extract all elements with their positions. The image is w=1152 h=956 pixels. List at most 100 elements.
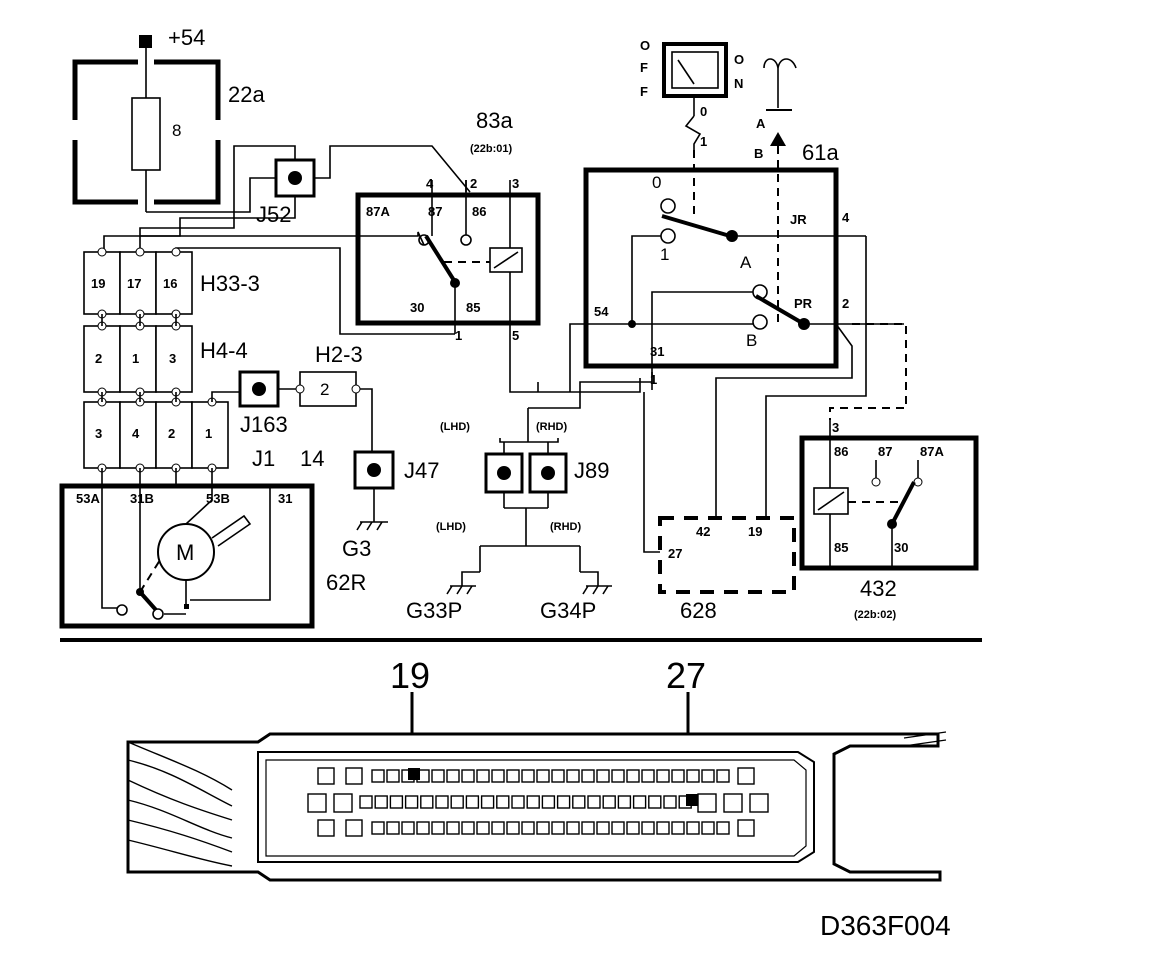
pin-label: 2: [842, 296, 849, 311]
pin-cell: [566, 821, 580, 835]
indicator-label: F: [640, 84, 648, 99]
pin-cell: [611, 821, 625, 835]
pin-label: 19: [91, 276, 105, 291]
fuse-box-label: 22a: [228, 82, 265, 107]
pin-label: 3: [95, 426, 102, 441]
pin-label: 3: [169, 351, 176, 366]
pin-label: 27: [668, 546, 682, 561]
pin-cell: [617, 795, 632, 809]
pin-label: 30: [894, 540, 908, 555]
callout-27: 27: [666, 655, 706, 696]
pin-label: 1: [205, 426, 212, 441]
pin-cell: [663, 795, 677, 809]
pin-label: 16: [163, 276, 177, 291]
pin-cell: [572, 795, 586, 809]
pin-cell: [716, 769, 730, 783]
pin-label: 87A: [920, 444, 944, 459]
relay-432: 3 86 87 87A 85 30 432 (22b:02): [799, 420, 979, 621]
pin-label: 4: [842, 210, 850, 225]
pin-cell: [374, 795, 388, 809]
motor-symbol: M: [176, 540, 194, 565]
pin-label: 87: [878, 444, 892, 459]
pin-cell: [386, 821, 400, 835]
connector-j47: J47: [353, 450, 439, 490]
pin-label: 3: [512, 176, 519, 191]
pin-label: 19: [748, 524, 762, 539]
pin-label: 1: [650, 372, 657, 387]
pin-cell: [596, 769, 610, 783]
motor-label: 62R: [326, 570, 366, 595]
pin-cell: [521, 769, 535, 783]
j89-label: J89: [574, 458, 609, 483]
pin-cell: [480, 795, 495, 809]
pin-label: 31: [278, 491, 292, 506]
connector-h2-3: 2 H2-3: [295, 342, 363, 407]
switch-61a-label: 61a: [802, 140, 839, 165]
j1-label: J1: [252, 446, 275, 471]
pin-cell: [491, 769, 505, 783]
pin-cell: [317, 819, 335, 837]
pin-cell: [371, 821, 385, 835]
connector-j52: J52: [256, 158, 316, 227]
pin-label: 2: [95, 351, 102, 366]
h4-label: H4-4: [200, 338, 248, 363]
pin-cell: [446, 769, 460, 783]
relay-432-label: 432: [860, 576, 897, 601]
pin-label: 4: [426, 176, 434, 191]
pin-cell: [446, 821, 460, 835]
switch-pos-label: 1: [660, 245, 669, 264]
pin-cell: [656, 821, 670, 835]
pin-label: 86: [834, 444, 848, 459]
pin-cell: [602, 795, 616, 809]
pin-cell: [656, 769, 670, 783]
pin-label: 2: [470, 176, 477, 191]
pin-cell: [701, 769, 715, 783]
indicator-label: N: [734, 76, 743, 91]
relay-83a-ref: (22b:01): [470, 143, 513, 155]
pin-cell: [536, 769, 550, 783]
pin-cell: [596, 821, 610, 835]
fuse-box-22a: 8 22a: [72, 59, 265, 212]
connector-j1: 3 4 2 1 J1 14: [83, 392, 324, 473]
j163-label: J163: [240, 412, 288, 437]
relay-83a: 83a (22b:01) 4 2 3 87A 87 86 30 85 1 5: [355, 108, 541, 343]
relay-432-ref: (22b:02): [854, 609, 897, 621]
ground-g33p-icon: G33P: [406, 585, 476, 623]
lamp-label: B: [754, 146, 763, 161]
pin-cell: [345, 767, 363, 785]
pin-cell: [536, 821, 550, 835]
pin-label: 2: [168, 426, 175, 441]
pin-cell: [506, 821, 520, 835]
pin-label: 1: [455, 328, 462, 343]
connector-j163: J163: [238, 370, 288, 437]
pin-cell: [701, 821, 715, 835]
indicator-label: 1: [700, 134, 707, 149]
pin-cell: [389, 795, 404, 809]
callout-19: 19: [390, 655, 430, 696]
connector-h33-3: 19 17 16 H33-3: [83, 247, 260, 319]
j52-label: J52: [256, 202, 291, 227]
h2-label: H2-3: [315, 342, 363, 367]
pin-label: 42: [696, 524, 710, 539]
pin-label: 85: [466, 300, 480, 315]
lhd-rhd-split: (LHD) (RHD): [436, 520, 599, 586]
pin-label: 31: [650, 344, 664, 359]
h33-label: H33-3: [200, 271, 260, 296]
relay-83a-label: 83a: [476, 108, 513, 133]
lamp-icon: A B 61a: [754, 58, 839, 322]
pin-cell: [416, 821, 430, 835]
pin-cell: [697, 793, 717, 813]
connector-h4-4: 2 1 3 H4-4: [83, 314, 248, 397]
j47-label: J47: [404, 458, 439, 483]
pin-cell: [626, 769, 640, 783]
pin-label: 31B: [130, 491, 154, 506]
pin-cell: [450, 795, 464, 809]
indicator-label: F: [640, 60, 648, 75]
pin-label: 3: [832, 420, 839, 435]
pin-cell: [716, 821, 730, 835]
pin-cell: [737, 819, 755, 837]
pin-cell: [581, 821, 595, 835]
pin-cell: [401, 821, 415, 835]
pin-label: 2: [320, 380, 329, 399]
